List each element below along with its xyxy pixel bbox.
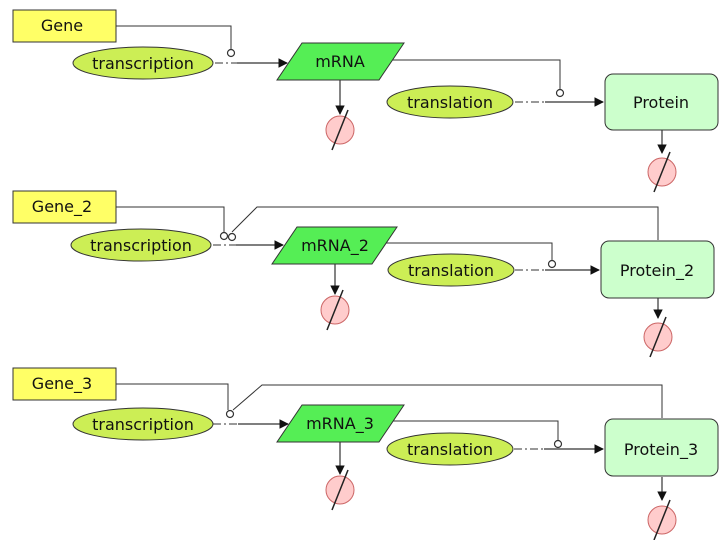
translation-label: translation	[407, 93, 493, 112]
modifier-circle-icon	[553, 439, 563, 449]
translation-node[interactable]	[386, 432, 514, 466]
degradation-sink-icon	[325, 109, 355, 151]
gene-node[interactable]	[12, 190, 117, 224]
modifier-circle-icon	[227, 232, 237, 242]
module-3: Gene_3 transcription mRNA_3 translation …	[12, 367, 719, 540]
transcription-label: transcription	[92, 415, 194, 434]
gene-modifier-edge	[116, 206, 225, 232]
gene-node[interactable]	[12, 9, 117, 43]
protein-node[interactable]	[600, 240, 715, 299]
mrna-node[interactable]	[271, 226, 398, 265]
degradation-sink-icon	[647, 499, 677, 540]
gene-label: Gene_2	[32, 197, 92, 217]
translation-node[interactable]	[387, 253, 515, 287]
mrna-modifier-edge	[378, 59, 561, 89]
translation-node[interactable]	[386, 85, 514, 119]
mrna-modifier-edge	[378, 420, 559, 440]
gene-label: Gene_3	[32, 374, 92, 394]
module-2: Gene_2 transcription mRNA_2 translation …	[12, 190, 715, 358]
transcription-label: transcription	[92, 54, 194, 73]
transcription-node[interactable]	[72, 46, 214, 80]
translation-label: translation	[408, 261, 494, 280]
transcription-node[interactable]	[72, 407, 214, 441]
degradation-sink-icon	[320, 289, 350, 331]
modifier-circle-icon	[219, 231, 229, 241]
mrna-label: mRNA	[315, 52, 365, 71]
transcription-label: transcription	[90, 236, 192, 255]
modifier-circle-icon	[225, 409, 235, 419]
protein-label: Protein_2	[620, 261, 694, 281]
modifier-circle-icon	[226, 48, 236, 58]
protein-feedback-edge	[231, 206, 659, 240]
protein-node[interactable]	[604, 73, 719, 131]
mrna-modifier-edge	[373, 242, 553, 260]
gene-modifier-edge	[116, 383, 229, 410]
gene-label: Gene	[41, 16, 83, 35]
gene-node[interactable]	[12, 367, 117, 401]
protein-feedback-edge	[232, 384, 663, 418]
protein-label: Protein	[633, 93, 689, 112]
gene-modifier-edge	[116, 25, 232, 49]
module-1: Gene transcription mRNA translation Prot…	[12, 9, 719, 193]
degradation-sink-icon	[647, 151, 677, 193]
protein-node[interactable]	[604, 418, 719, 477]
protein-label: Protein_3	[624, 440, 698, 460]
degradation-sink-icon	[643, 316, 673, 358]
degradation-sink-icon	[325, 469, 355, 511]
mrna-node[interactable]	[276, 42, 405, 81]
modifier-circle-icon	[547, 259, 557, 269]
modifier-circle-icon	[555, 88, 565, 98]
mrna-label: mRNA_3	[306, 414, 374, 434]
mrna-node[interactable]	[276, 404, 405, 443]
mrna-label: mRNA_2	[301, 236, 369, 256]
translation-label: translation	[407, 440, 493, 459]
transcription-node[interactable]	[70, 228, 212, 262]
